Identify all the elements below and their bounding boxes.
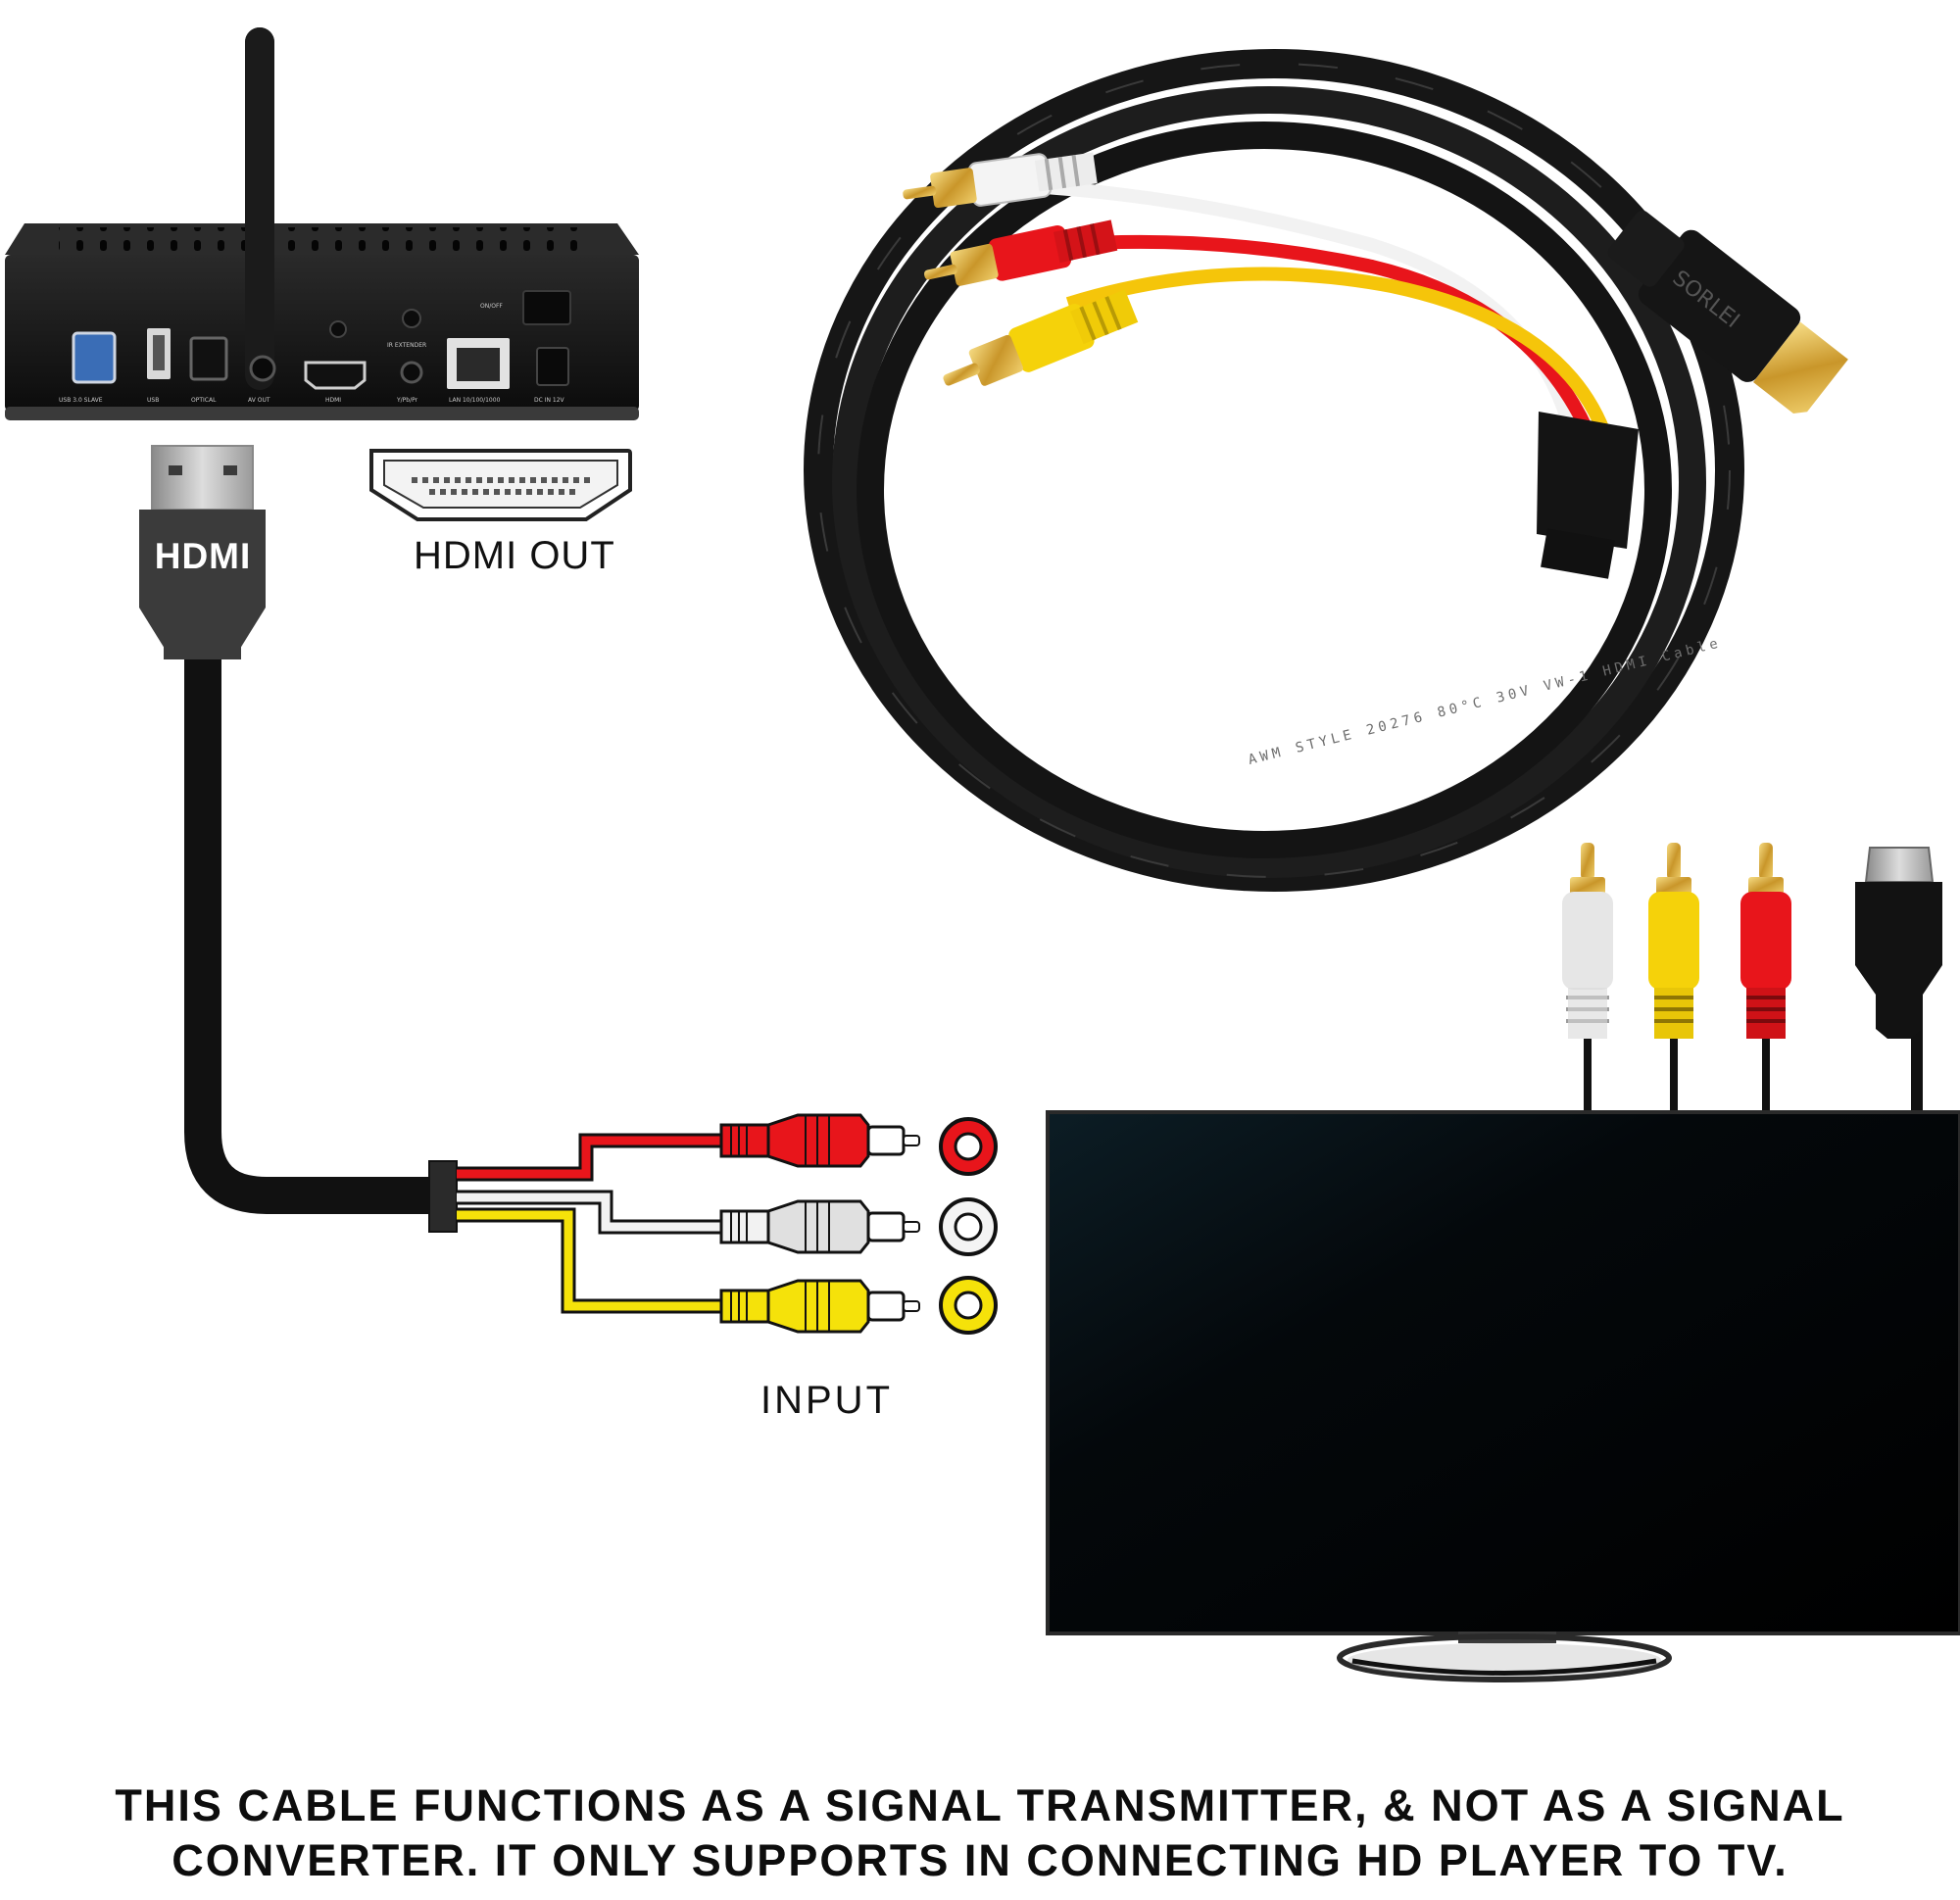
port-label: DC IN 12V — [534, 397, 565, 404]
disclaimer-caption: THIS CABLE FUNCTIONS AS A SIGNAL TRANSMI… — [0, 1778, 1960, 1888]
port-label: Y/Pb/Pr — [396, 397, 418, 404]
hdmi-out-label: HDMI OUT — [414, 534, 615, 577]
hdmi-out-port-icon — [369, 449, 632, 521]
power-switch — [522, 290, 571, 325]
tv-stand — [1337, 1633, 1672, 1682]
caption-line-1: THIS CABLE FUNCTIONS AS A SIGNAL TRANSMI… — [115, 1780, 1845, 1830]
white-input-jack-icon — [939, 1197, 998, 1256]
coiled-cable-photo: AWM STYLE 20276 80°C 30V VW-1 HDMI Cable — [804, 49, 1848, 892]
port-label: LAN 10/100/1000 — [449, 397, 501, 404]
port-label: IR EXTENDER — [387, 342, 426, 349]
red-input-jack-icon — [939, 1117, 998, 1176]
tv-screen — [1046, 1110, 1960, 1635]
port-label: ON/OFF — [480, 303, 503, 310]
optical-port — [189, 336, 228, 381]
tv-rear-connectors — [1562, 843, 1942, 1115]
cable-splitter — [428, 1160, 458, 1233]
port-label: USB — [147, 397, 159, 404]
hdmi-plug: HDMI — [139, 445, 266, 659]
port-label: AV OUT — [248, 397, 270, 404]
media-player: USB 3.0 SLAVE USB OPTICAL AV OUT HDMI IR… — [5, 27, 639, 420]
input-label: INPUT — [760, 1379, 893, 1422]
usb-b-port — [72, 331, 117, 384]
white-rca-plug — [719, 1199, 920, 1254]
av-out-port — [249, 355, 276, 382]
hdmi-plug-label: HDMI — [155, 536, 252, 576]
port-label: OPTICAL — [191, 397, 217, 404]
red-wire — [457, 1133, 725, 1182]
caption-line-2: CONVERTER. IT ONLY SUPPORTS IN CONNECTIN… — [172, 1835, 1788, 1885]
dc-in-port — [536, 347, 569, 386]
port-label: USB 3.0 SLAVE — [59, 397, 103, 404]
tv — [1046, 1110, 1960, 1682]
yellow-rca-plug — [719, 1279, 920, 1334]
port-label: HDMI — [325, 397, 341, 404]
vent-grille — [59, 227, 588, 253]
yellow-input-jack-icon — [939, 1276, 998, 1335]
player-hdmi-port — [304, 361, 367, 390]
red-rca-plug — [719, 1113, 920, 1168]
diagram-hdmi-cable — [184, 659, 446, 1214]
